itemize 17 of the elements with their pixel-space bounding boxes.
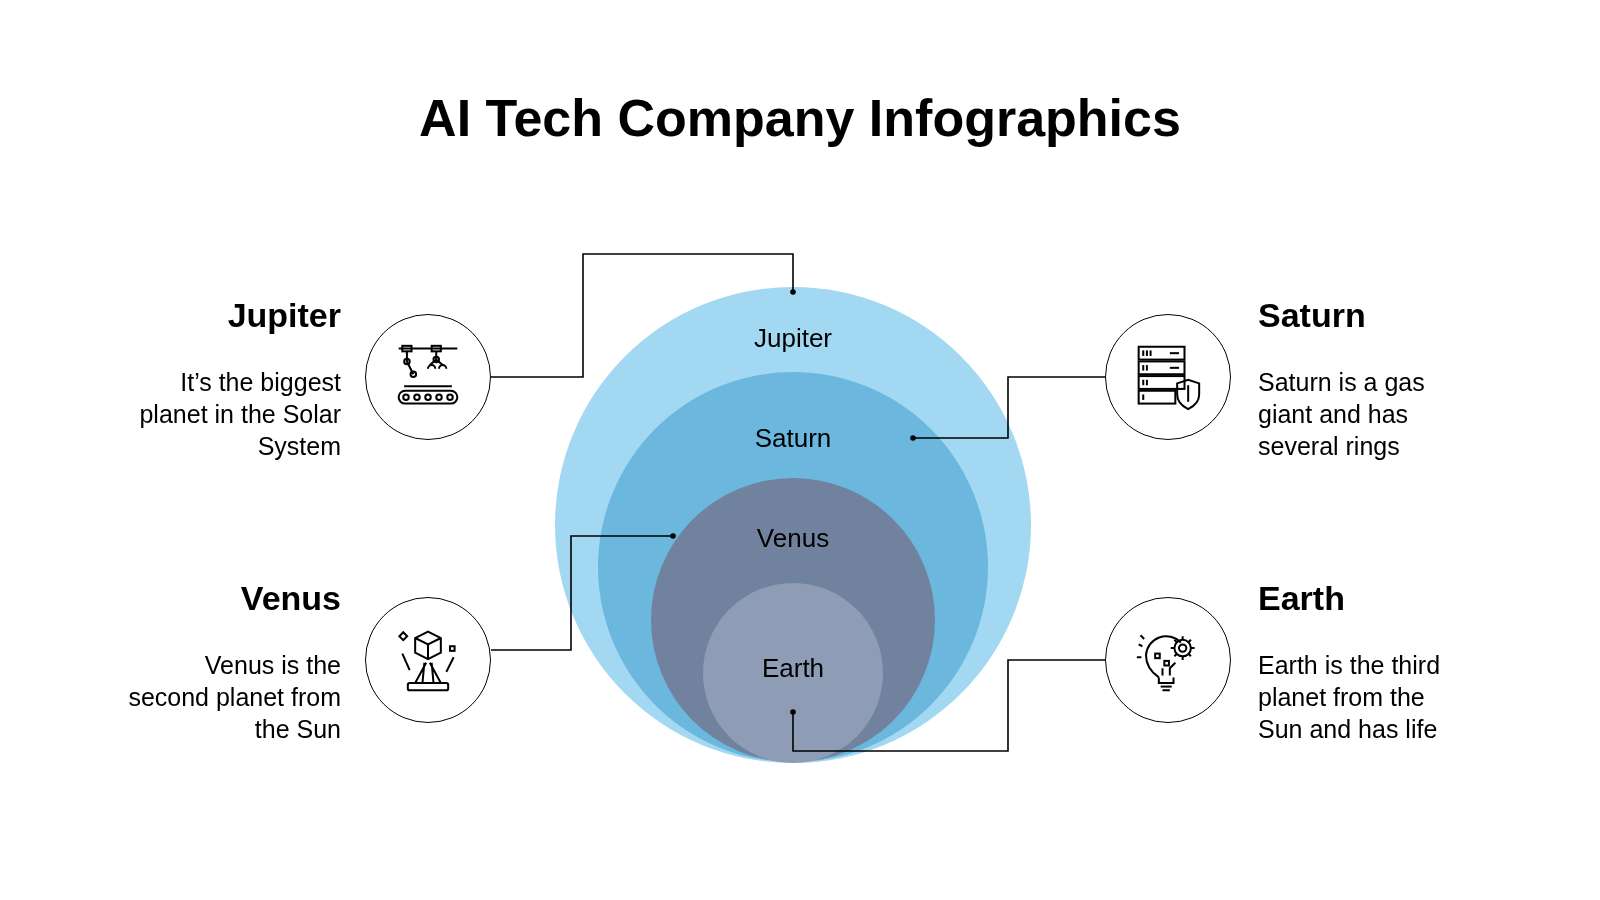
- circle-label: Saturn: [754, 423, 832, 454]
- planet-heading: Jupiter: [227, 296, 341, 335]
- planet-heading: Venus: [240, 579, 341, 618]
- planet-heading: Saturn: [1258, 296, 1366, 335]
- planet-description: Venus is the second planet from the Sun: [127, 650, 341, 745]
- planet-description: Saturn is a gas giant and has several rings: [1258, 367, 1426, 462]
- circle-label: Venus: [756, 523, 830, 554]
- connector-line: [790, 659, 1106, 752]
- planet-description: Earth is the third planet from the Sun and has life: [1258, 650, 1442, 745]
- planet-heading: Earth: [1258, 579, 1345, 618]
- circle-label: Earth: [761, 653, 825, 684]
- planet-description: It’s the biggest planet in the Solar System: [138, 367, 341, 462]
- circle-label: Jupiter: [754, 323, 832, 354]
- connector-line: [910, 376, 1106, 441]
- title: AI Tech Company Infographics: [418, 88, 1182, 148]
- connector-line: [490, 253, 796, 378]
- connector-line: [490, 533, 676, 651]
